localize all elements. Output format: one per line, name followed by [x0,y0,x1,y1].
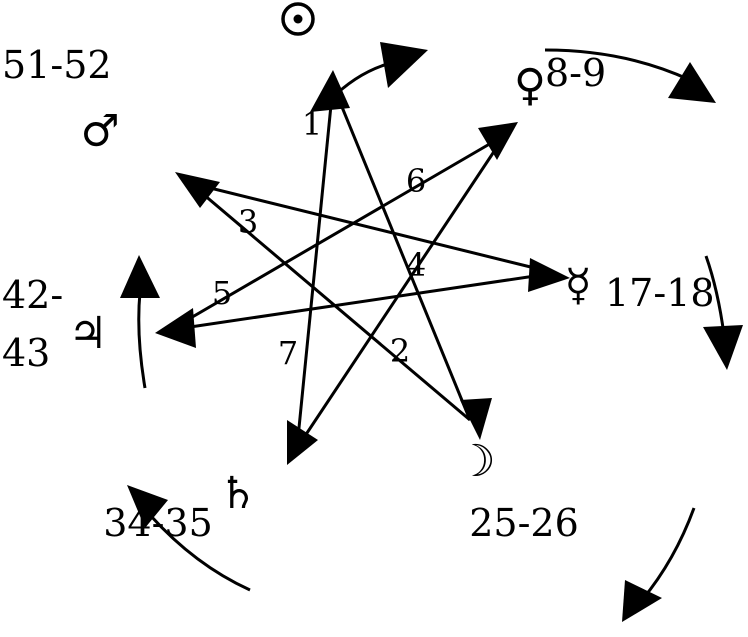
line-3 [189,181,556,275]
jupiter-icon: ♃ [68,308,107,359]
line-2 [189,181,471,422]
arrowhead-7 [287,420,318,465]
jupiter-days-label-line1: 42- [2,273,63,317]
line-number-2: 2 [390,332,410,370]
mars-days-label: 51-52 [2,43,112,87]
line-5 [169,133,506,332]
outer-arc-arrowheads [120,42,743,622]
arc-arrowhead-4 [622,580,662,622]
arc-jupiter-mars [137,291,147,389]
arrowhead-2 [460,398,492,440]
arc-arrowhead-3 [703,325,743,370]
arc-arrowhead-2 [668,62,716,103]
line-number-3: 3 [238,203,258,241]
arrowhead-5 [155,308,196,348]
line-number-6: 6 [406,162,426,200]
arc-arrowhead-1 [380,42,428,88]
arc-moon-saturn [640,507,696,601]
arc-venus-mercury [544,48,691,82]
line-number-7: 7 [278,334,298,372]
arrowhead-3 [175,172,220,208]
saturn-days-label: 34-35 [103,501,213,545]
line-4 [169,271,556,332]
line-number-4: 4 [406,246,426,284]
heptagram-arrowheads [155,70,570,465]
arc-saturn-jupiter [148,513,251,592]
mars-icon: ♂ [80,106,119,157]
line-number-1: 1 [302,105,322,143]
mercury-icon: ☿ [564,260,591,311]
line-number-5: 5 [212,274,232,312]
venus-days-label: 8-9 [545,51,606,95]
saturn-icon: ♄ [218,468,257,519]
sun-icon-dot [293,14,303,24]
arrowhead-4 [528,258,570,292]
jupiter-days-label-line2: 43 [2,331,50,375]
moon-icon: ☽ [456,436,495,487]
arc-arrowhead-6 [120,255,160,298]
arrowhead-6 [478,122,518,160]
sun-icon [281,2,315,36]
line-6 [295,134,507,449]
arrowhead-1 [310,70,350,112]
sun-symbol-group [281,2,315,36]
line-7 [295,84,335,449]
arc-arrowhead-5 [127,485,168,528]
heptagram-lines [169,84,556,449]
moon-days-label: 25-26 [469,501,579,545]
line-1 [331,84,472,421]
venus-icon: ♀ [514,60,546,111]
mercury-days-label: 17-18 [605,271,715,315]
